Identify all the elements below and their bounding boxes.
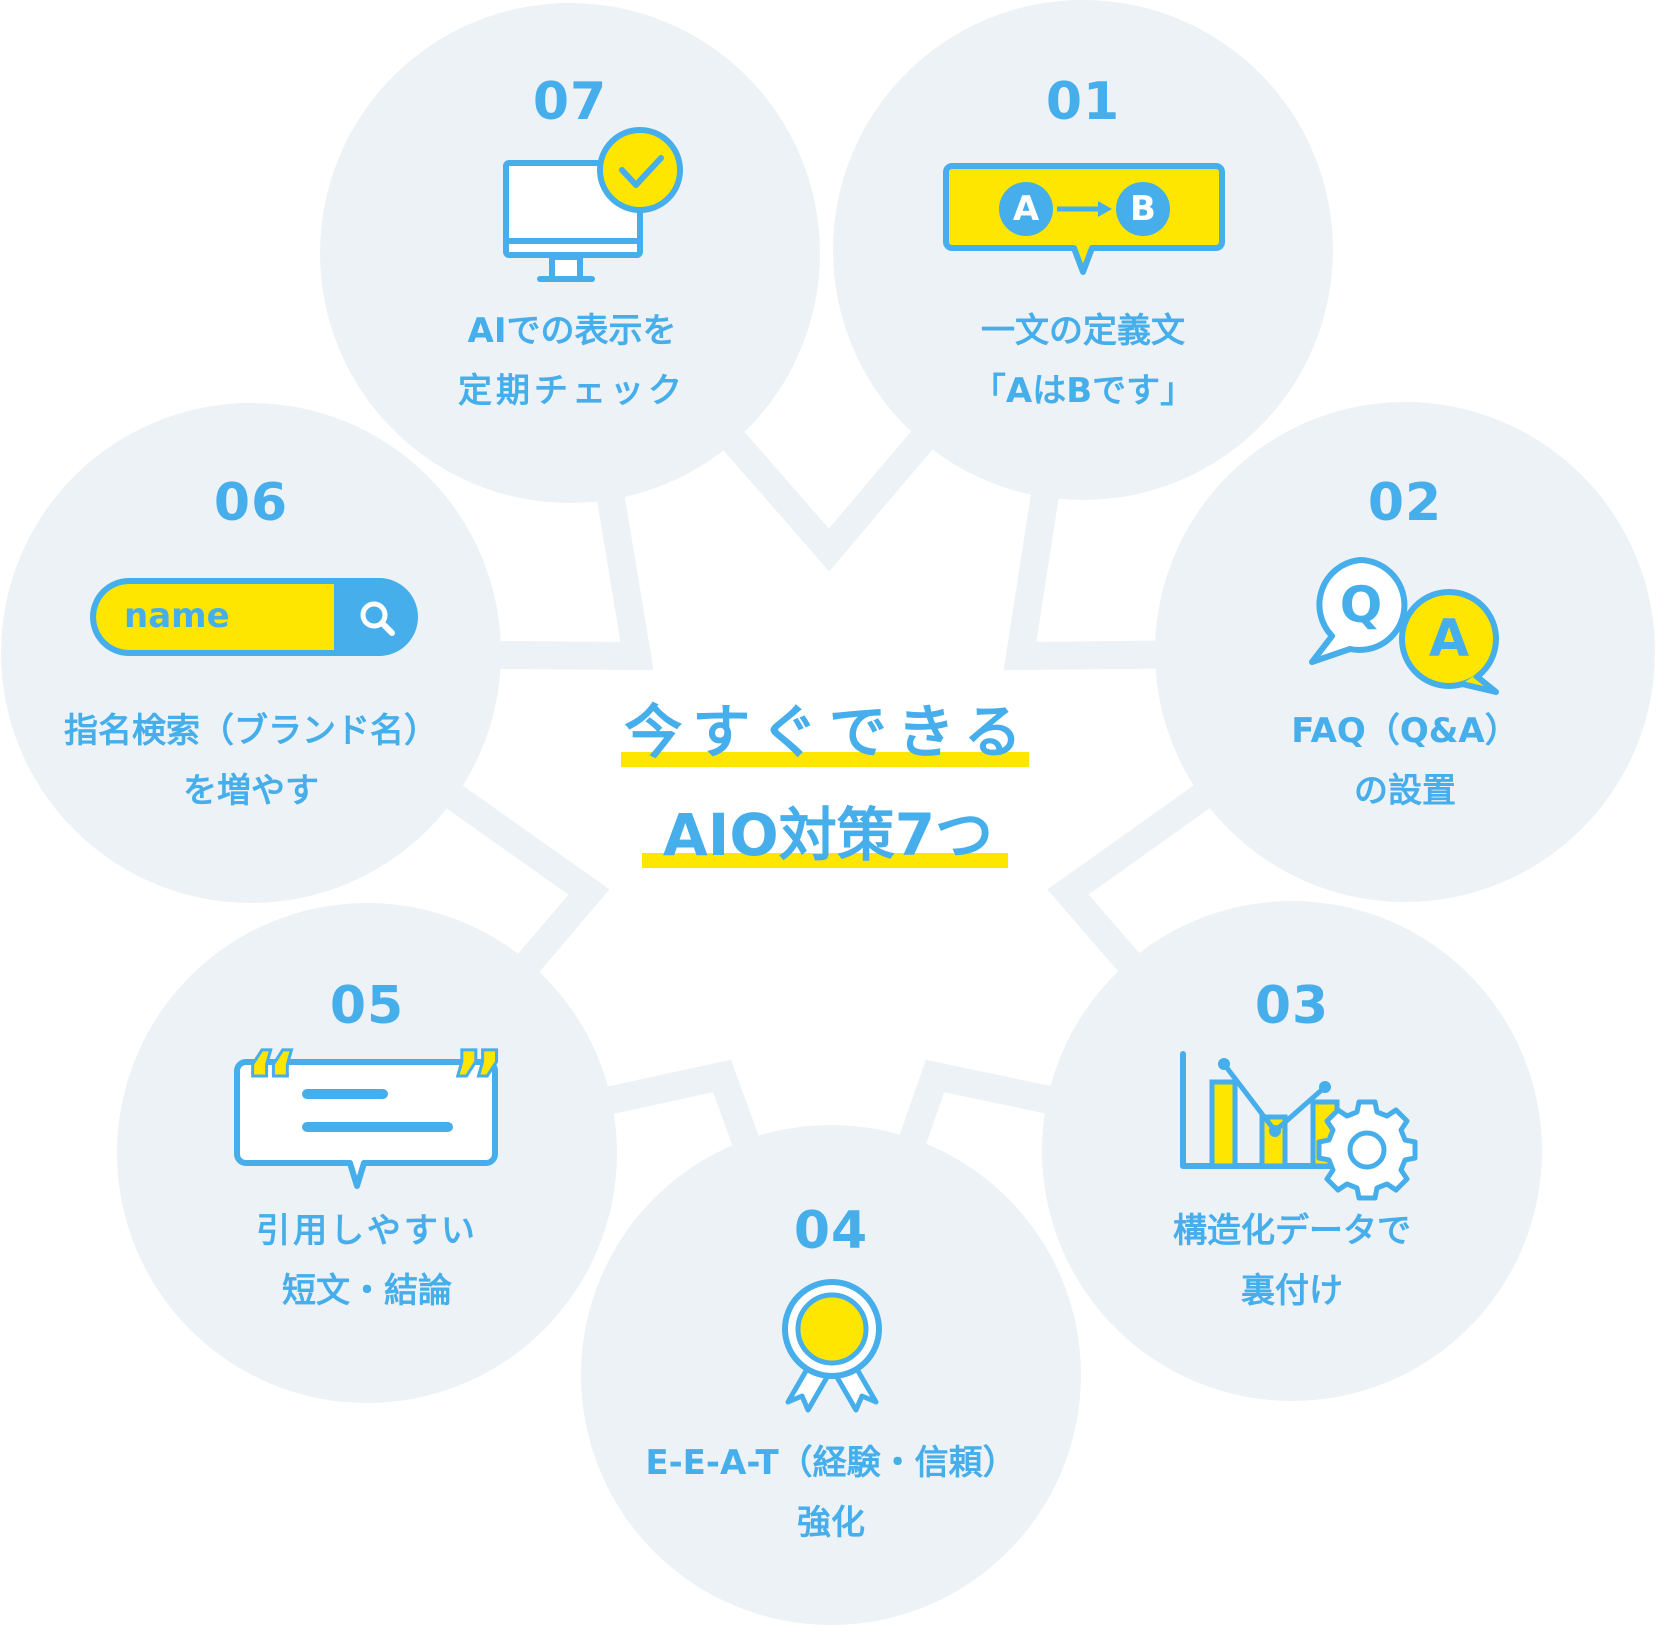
item-04-label-1: E-E-A-T（経験・信頼） — [645, 1443, 1017, 1483]
item-02-label-1: FAQ（Q&A） — [1291, 711, 1519, 751]
award-ribbon-icon — [782, 1279, 882, 1413]
item-05-number: 05 — [329, 976, 405, 1036]
item-06-number: 06 — [213, 473, 289, 533]
chart-gear-icon — [1180, 1051, 1418, 1201]
icon-text-b: B — [1130, 189, 1156, 229]
definition-speech-bubble-icon — [943, 163, 1225, 275]
item-04-label-2: 強化 — [797, 1503, 865, 1543]
item-06-label-2: を増やす — [183, 771, 319, 811]
item-03-label-2: 裏付け — [1241, 1271, 1343, 1311]
item-01-label-2: 「AはBです」 — [971, 371, 1195, 411]
icon-text-q: Q — [1339, 576, 1383, 634]
item-04-number: 04 — [793, 1201, 869, 1261]
item-05-label-2: 短文・結論 — [282, 1271, 452, 1311]
item-07-label-1: AIでの表示を — [467, 311, 677, 351]
item-06-label-1: 指名検索（ブランド名） — [64, 711, 438, 751]
circle-03 — [1042, 901, 1542, 1401]
item-07-label-2: 定期チェック — [458, 371, 686, 411]
item-02-label-2: の設置 — [1354, 771, 1456, 811]
item-02-number: 02 — [1367, 473, 1443, 533]
search-input-field — [96, 584, 334, 650]
search-bar-icon: name — [90, 578, 418, 656]
monitor-check-icon — [503, 127, 683, 282]
item-07-number: 07 — [532, 72, 608, 132]
icon-text-a: A — [1428, 609, 1470, 669]
item-01-label-1: 一文の定義文 — [981, 311, 1185, 351]
search-query-text: name — [124, 596, 230, 636]
title-underline-2 — [642, 853, 1008, 868]
title-line-1: 今すぐできる — [624, 698, 1032, 766]
close-quote-icon: ” — [448, 1033, 506, 1131]
item-03-number: 03 — [1254, 976, 1330, 1036]
quote-bubble-icon — [234, 1059, 498, 1189]
magnifier-icon — [360, 601, 395, 636]
icon-text-a: A — [1012, 189, 1040, 229]
open-quote-icon: “ — [242, 1033, 300, 1131]
item-05-label-1: 引用しやすい — [256, 1211, 478, 1251]
item-01-number: 01 — [1045, 72, 1121, 132]
title-underline-1 — [621, 752, 1029, 767]
item-03-label-1: 構造化データで — [1173, 1211, 1411, 1251]
qa-bubbles-icon — [1309, 557, 1499, 695]
title-line-2: AIO対策7つ — [662, 801, 994, 869]
